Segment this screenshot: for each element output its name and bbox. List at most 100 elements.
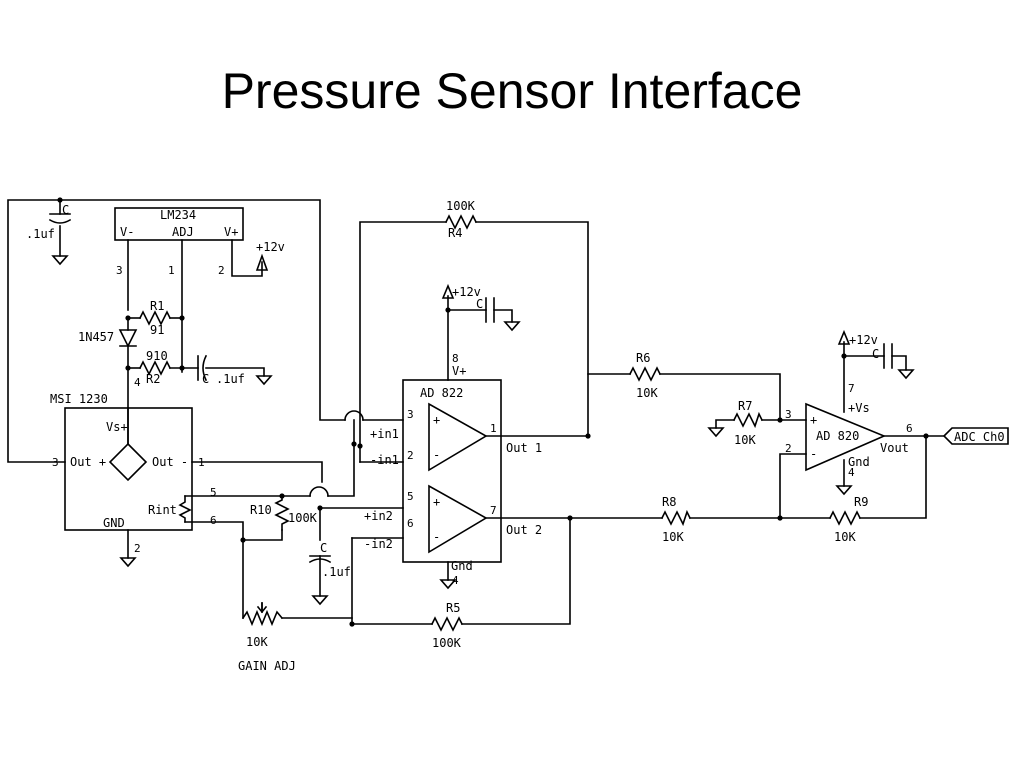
svg-text:ADJ: ADJ bbox=[172, 225, 194, 239]
svg-text:C: C bbox=[320, 541, 327, 555]
svg-text:7: 7 bbox=[490, 504, 497, 517]
capacitor-c-mid: C .1uf bbox=[197, 354, 273, 386]
svg-text:+Vs: +Vs bbox=[848, 401, 870, 415]
svg-text:+: + bbox=[810, 413, 817, 427]
capacitor-c-low: C .1uf bbox=[308, 541, 351, 606]
diode-1n457: 1N457 bbox=[78, 329, 138, 348]
adc-ch0-connector: ADC Ch0 bbox=[942, 427, 1009, 445]
svg-text:LM234: LM234 bbox=[160, 208, 196, 222]
svg-text:AD 820: AD 820 bbox=[816, 429, 859, 443]
svg-text:7: 7 bbox=[848, 382, 855, 395]
resistor-r4: 100K R4 bbox=[444, 199, 478, 240]
svg-text:Vs+: Vs+ bbox=[106, 420, 128, 434]
svg-text:C: C bbox=[872, 347, 879, 361]
svg-text:R8: R8 bbox=[662, 495, 676, 509]
svg-text:+12v: +12v bbox=[256, 240, 285, 254]
svg-text:91: 91 bbox=[150, 323, 164, 337]
svg-text:1: 1 bbox=[198, 456, 205, 469]
resistor-r9: R9 10K bbox=[828, 495, 868, 544]
svg-text:R5: R5 bbox=[446, 601, 460, 615]
ad822-dual-opamp: AD 822 + - + - 3 2 1 5 6 7 +in1 -in1 +in… bbox=[364, 283, 542, 590]
svg-text:R7: R7 bbox=[738, 399, 752, 413]
svg-text:1: 1 bbox=[490, 422, 497, 435]
gain-adjust-potentiometer: 10K GAIN ADJ bbox=[238, 602, 296, 673]
svg-text:-: - bbox=[810, 447, 817, 461]
svg-text:6: 6 bbox=[407, 517, 414, 530]
resistor-r1: R1 91 bbox=[138, 299, 172, 337]
svg-text:100K: 100K bbox=[432, 636, 462, 650]
svg-text:C: C bbox=[202, 372, 209, 386]
svg-text:+12v: +12v bbox=[849, 333, 878, 347]
svg-text:ADC Ch0: ADC Ch0 bbox=[954, 430, 1005, 444]
svg-text:C: C bbox=[476, 297, 483, 311]
svg-text:10K: 10K bbox=[834, 530, 856, 544]
svg-text:V-: V- bbox=[120, 225, 134, 239]
svg-text:-: - bbox=[433, 530, 440, 544]
svg-text:.1uf: .1uf bbox=[216, 372, 245, 386]
svg-text:-in1: -in1 bbox=[370, 453, 399, 467]
svg-text:+: + bbox=[433, 413, 440, 427]
msi-1230-sensor: MSI 1230 Vs+ Out + Out - 3 1 Rint GND 2 … bbox=[50, 392, 217, 568]
svg-text:V+: V+ bbox=[224, 225, 238, 239]
svg-text:Rint: Rint bbox=[148, 503, 177, 517]
svg-text:8: 8 bbox=[452, 352, 459, 365]
svg-text:Gnd: Gnd bbox=[848, 455, 870, 469]
svg-text:R9: R9 bbox=[854, 495, 868, 509]
svg-text:GAIN ADJ: GAIN ADJ bbox=[238, 659, 296, 673]
svg-text:10K: 10K bbox=[246, 635, 268, 649]
svg-text:5: 5 bbox=[210, 486, 217, 499]
svg-text:-in2: -in2 bbox=[364, 537, 393, 551]
lm234-regulator: LM234 V- ADJ V+ 3 1 2 +12v bbox=[114, 207, 285, 277]
svg-text:R6: R6 bbox=[636, 351, 650, 365]
svg-text:6: 6 bbox=[210, 514, 217, 527]
svg-text:100K: 100K bbox=[288, 511, 318, 525]
svg-text:+: + bbox=[433, 495, 440, 509]
svg-text:.1uf: .1uf bbox=[26, 227, 55, 241]
svg-text:R1: R1 bbox=[150, 299, 164, 313]
resistor-r2: 910 R2 bbox=[138, 349, 172, 386]
wires bbox=[7, 199, 945, 625]
junction-dots bbox=[57, 197, 929, 627]
svg-text:910: 910 bbox=[146, 349, 168, 363]
svg-text:MSI 1230: MSI 1230 bbox=[50, 392, 108, 406]
resistor-r6: R6 10K bbox=[628, 351, 662, 400]
svg-text:2: 2 bbox=[218, 264, 225, 277]
svg-text:-: - bbox=[433, 448, 440, 462]
svg-text:100K: 100K bbox=[446, 199, 476, 213]
svg-text:5: 5 bbox=[407, 490, 414, 503]
svg-text:Out 1: Out 1 bbox=[506, 441, 542, 455]
svg-text:1N457: 1N457 bbox=[78, 330, 114, 344]
svg-text:4: 4 bbox=[848, 466, 855, 479]
svg-text:Gnd: Gnd bbox=[451, 559, 473, 573]
svg-text:V+: V+ bbox=[452, 364, 466, 378]
svg-text:Out +: Out + bbox=[70, 455, 106, 469]
svg-text:Vout: Vout bbox=[880, 441, 909, 455]
resistor-r5: R5 100K bbox=[430, 601, 464, 650]
svg-text:C: C bbox=[62, 203, 69, 217]
svg-text:3: 3 bbox=[52, 456, 59, 469]
capacitor-c-top: C .1uf bbox=[26, 203, 72, 266]
svg-text:10K: 10K bbox=[662, 530, 684, 544]
svg-text:6: 6 bbox=[906, 422, 913, 435]
slide-title: Pressure Sensor Interface bbox=[221, 63, 803, 119]
svg-text:3: 3 bbox=[116, 264, 123, 277]
svg-text:R4: R4 bbox=[448, 226, 462, 240]
svg-text:+in1: +in1 bbox=[370, 427, 399, 441]
svg-text:2: 2 bbox=[134, 542, 141, 555]
svg-text:3: 3 bbox=[407, 408, 414, 421]
svg-text:.1uf: .1uf bbox=[322, 565, 351, 579]
resistor-r7: R7 10K bbox=[707, 399, 764, 447]
svg-text:R2: R2 bbox=[146, 372, 160, 386]
svg-text:AD 822: AD 822 bbox=[420, 386, 463, 400]
svg-text:1: 1 bbox=[168, 264, 175, 277]
svg-text:+12v: +12v bbox=[452, 285, 481, 299]
svg-text:10K: 10K bbox=[636, 386, 658, 400]
resistor-r10: R10 100K bbox=[250, 495, 318, 531]
svg-text:Out -: Out - bbox=[152, 455, 188, 469]
svg-text:GND: GND bbox=[103, 516, 125, 530]
resistor-r8: R8 10K bbox=[660, 495, 692, 544]
svg-text:R10: R10 bbox=[250, 503, 272, 517]
svg-text:10K: 10K bbox=[734, 433, 756, 447]
svg-text:2: 2 bbox=[785, 442, 792, 455]
